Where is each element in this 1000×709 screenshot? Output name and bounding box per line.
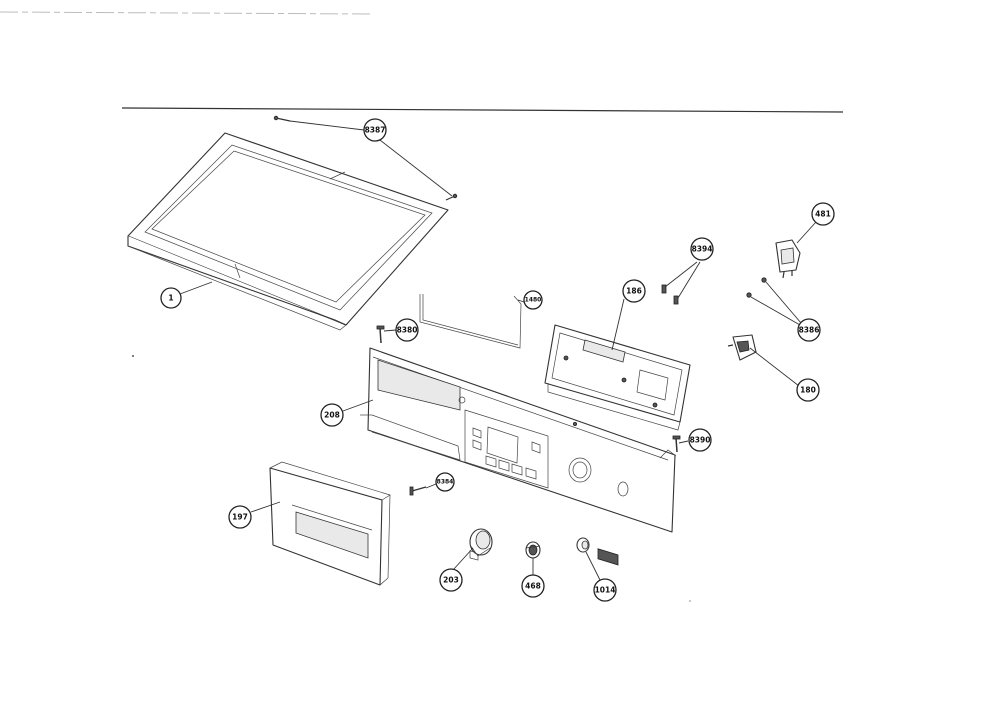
svg-text:197: 197 [232,513,248,522]
callout-180: 180 [796,378,820,402]
callout-481: 481 [811,202,835,226]
svg-text:208: 208 [324,411,340,420]
scan-dot [689,600,691,602]
svg-text:468: 468 [525,582,541,591]
screw-8394-a [661,284,667,294]
callout-8394: 8394 [690,237,714,261]
callout-8386: 8386 [797,318,821,342]
svg-text:1: 1 [168,294,173,303]
screw-8386-b [746,292,752,298]
svg-text:8384: 8384 [437,479,454,486]
svg-text:8380: 8380 [397,326,418,335]
svg-text:180: 180 [800,386,816,395]
electronic-board-part-186 [544,324,691,566]
callout-1480: 1480 [523,290,543,310]
svg-text:8387: 8387 [365,126,386,135]
svg-text:8394: 8394 [692,245,713,254]
rod-part-1480 [419,294,522,349]
screw-8387-a [273,115,291,122]
callout-8387: 8387 [363,118,387,142]
connector-part-180 [727,334,757,361]
svg-text:481: 481 [815,210,831,219]
screw-8380 [376,325,385,344]
screw-8387-b [445,193,458,201]
callout-208: 208 [320,403,344,427]
top-lid-part [127,132,449,331]
callout-468: 468 [521,574,545,598]
svg-text:1014: 1014 [595,586,616,595]
callout-8384: 8384 [435,472,455,492]
scan-edge-line [0,11,371,15]
callout-8380: 8380 [395,318,419,342]
screw-8394-b [673,295,679,305]
button-part-1014 [576,537,590,553]
screw-8390 [672,435,681,453]
switch-part-481 [775,239,801,279]
svg-text:186: 186 [626,287,642,296]
callout-186: 186 [622,279,646,303]
callout-8390: 8390 [688,428,712,452]
bushing-part-468 [525,541,541,559]
screw-8386-a [761,277,767,283]
header-rule [121,107,844,113]
scan-dot [132,355,134,357]
callout-197: 197 [228,505,252,529]
screw-8384 [409,486,427,496]
svg-text:203: 203 [443,576,459,585]
callout-203: 203 [439,568,463,592]
svg-text:1480: 1480 [525,297,542,304]
callout-1: 1 [160,287,182,309]
svg-text:8390: 8390 [690,436,711,445]
callout-1014: 1014 [593,578,617,602]
knob-part-203 [469,528,493,557]
drawer-front-part-197 [269,461,391,586]
leader-lines [179,120,817,581]
svg-text:8386: 8386 [799,326,820,335]
